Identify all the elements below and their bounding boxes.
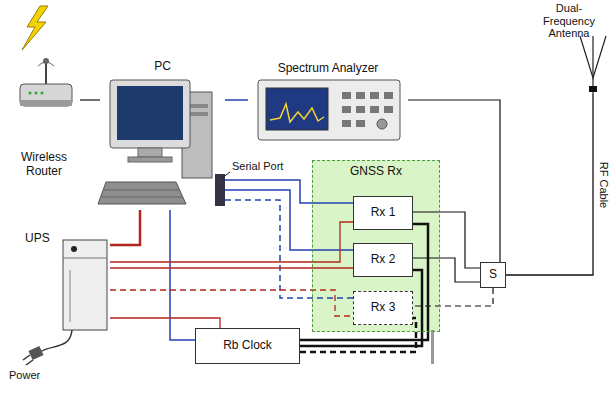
cable-line <box>300 270 422 346</box>
cable-line <box>110 222 353 262</box>
cable-line <box>110 210 140 245</box>
node-label: Wireless Router <box>8 151 80 179</box>
note-label: Serial Port <box>231 160 284 172</box>
cable-line <box>413 288 493 306</box>
cable-label: RF Cable <box>598 160 610 208</box>
cable-line <box>413 212 480 268</box>
ups-illustration <box>63 240 107 330</box>
node-label: Rx 1 <box>371 206 396 220</box>
cable-line <box>170 210 195 340</box>
cable-line <box>225 180 353 203</box>
spectrum-analyzer-illustration <box>258 80 400 140</box>
cable-line <box>300 224 428 340</box>
spectrum-analyzer: Spectrum Analyzer <box>248 62 408 144</box>
wireless-router: Wireless Router <box>8 55 80 179</box>
antenna-symbol <box>580 36 606 94</box>
leader-line <box>222 172 230 178</box>
receiver-box: Rx 3 <box>353 291 413 325</box>
node-label: UPS <box>25 232 50 246</box>
cable-line <box>110 290 353 316</box>
cable-line <box>110 318 220 328</box>
receiver-box: Rx 1 <box>353 196 413 230</box>
node-label: Dual-Frequency Antenna <box>530 2 608 40</box>
terminal-strip <box>431 330 434 364</box>
antenna: Dual-Frequency Antenna <box>530 2 608 94</box>
receiver-group: GNSS Rx Rx 1 Rx 2 Rx 3 <box>312 160 440 332</box>
splitter-box: S <box>480 262 506 288</box>
node-label: S <box>489 268 497 282</box>
node-label: Rb Clock <box>223 339 272 353</box>
cable-line <box>110 267 353 268</box>
cable-line <box>225 190 353 250</box>
cable-line <box>225 99 248 101</box>
node-label: GNSS Rx <box>350 165 402 179</box>
node-label: Spectrum Analyzer <box>278 62 379 76</box>
note-label: Power <box>8 369 41 381</box>
clock-box: Rb Clock <box>195 328 300 364</box>
router-icon <box>20 58 72 106</box>
node-label: Rx 2 <box>371 253 396 267</box>
node-label: PC <box>154 60 171 74</box>
cable-line <box>225 200 353 298</box>
pc: PC <box>100 60 225 210</box>
cable-line <box>506 94 593 275</box>
power-plug <box>23 330 72 365</box>
lightning-symbol <box>22 6 48 50</box>
pc-illustration <box>98 80 225 206</box>
node-label: Rx 3 <box>371 301 396 315</box>
receiver-box: Rx 2 <box>353 243 413 277</box>
cable-line <box>80 99 100 100</box>
ups: UPS <box>25 232 110 332</box>
cable-line <box>408 100 500 262</box>
